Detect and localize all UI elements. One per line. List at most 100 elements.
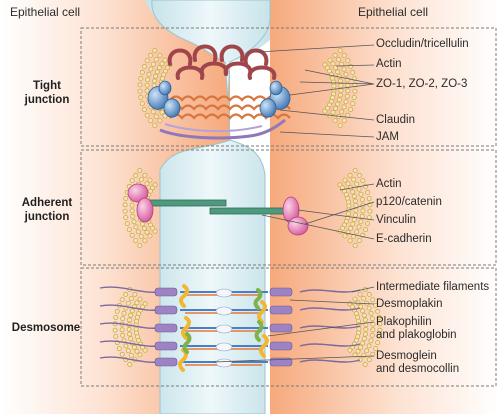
actin-bundle-right-aj <box>351 217 357 223</box>
actin-bundle-left-aj <box>130 213 136 219</box>
actin-bundle-right-ds <box>362 317 368 323</box>
actin-bundle-right-ds <box>362 331 368 337</box>
actin-bundle-left-ds <box>112 327 118 333</box>
desmosome-core <box>215 358 233 368</box>
actin-bundle-left-ds <box>127 317 133 323</box>
intermediate-filament <box>99 356 159 363</box>
occludin-loop <box>219 44 245 62</box>
actin-bundle-right-aj <box>356 224 362 230</box>
actin-bundle-right-aj <box>363 227 369 233</box>
actin-bundle-left-ds <box>129 308 135 314</box>
tight-junction-box <box>80 27 497 147</box>
actin-bundle-right-tj <box>335 69 341 75</box>
vinculin <box>136 197 154 223</box>
actin-bundle-left-tj <box>152 78 158 84</box>
actin-bundle-right-ds <box>373 302 379 308</box>
actin-bundle-left-ds <box>128 352 134 358</box>
actin-bundle-right-ds <box>362 361 368 367</box>
actin-bundle-right-aj <box>354 229 360 235</box>
jam-protein <box>159 118 286 140</box>
adherent-junction-title: Adherent junction <box>21 197 73 223</box>
actin-bundle-right-ds <box>352 296 358 302</box>
actin-bundle-left-ds <box>126 326 132 332</box>
actin-bundle-right-aj <box>350 221 356 227</box>
actin-bundle-right-aj <box>354 181 360 187</box>
actin-bundle-left-aj <box>129 178 135 184</box>
actin-bundle-left-tj <box>150 109 156 115</box>
actin-bundle-right-tj <box>344 93 350 99</box>
actin-bundle-left-ds <box>134 348 140 354</box>
actin-bundle-right-aj <box>350 189 356 195</box>
actin-bundle-right-aj <box>346 203 352 209</box>
jam-protein <box>164 123 263 133</box>
zo-protein <box>163 98 181 118</box>
actin-bundle-left-tj <box>137 88 143 94</box>
actin-bundle-left-aj <box>124 221 130 227</box>
actin-bundle-right-aj <box>352 167 358 173</box>
actin-bundle-left-aj <box>142 238 148 244</box>
desmosome-proteins <box>99 284 361 372</box>
desmosome-core <box>215 288 233 298</box>
actin-bundle-right-tj <box>341 104 347 110</box>
actin-bundle-right-ds <box>375 308 381 314</box>
actin-bundle-right-aj <box>358 219 364 225</box>
actin-bundle-right-tj <box>352 88 358 94</box>
actin-bundle-left-ds <box>119 351 125 357</box>
actin-bundle-right-tj <box>339 109 345 115</box>
actin-bundle-left-tj <box>138 95 144 101</box>
actin-bundle-left-ds <box>127 361 133 367</box>
actin-bundle-left-tj <box>146 71 152 77</box>
label-actin-aj: Actin <box>376 178 402 190</box>
plakoglobin <box>253 288 263 310</box>
actin-bundle-right-ds <box>376 333 382 339</box>
leader-line <box>304 201 375 225</box>
actin-bundle-right-tj <box>339 61 345 67</box>
desmoplakin <box>269 341 293 351</box>
desmosome-core <box>215 342 233 352</box>
actin-bundle-right-aj <box>365 189 371 195</box>
actin-bundle-right-aj <box>347 238 353 244</box>
actin-bundle-left-tj <box>162 113 168 119</box>
leader-line <box>257 44 375 53</box>
adherent-junction-box <box>80 149 497 266</box>
actin-bundle-left-tj <box>141 63 147 69</box>
actin-bundle-left-ds <box>131 344 137 350</box>
actin-bundle-left-ds <box>116 346 122 352</box>
actin-bundle-right-ds <box>370 297 376 303</box>
actin-bundle-left-tj <box>144 58 150 64</box>
actin-bundle-left-aj <box>147 233 153 239</box>
occludin-loop <box>243 48 269 66</box>
leader-line <box>335 64 375 67</box>
actin-bundle-left-ds <box>123 343 129 349</box>
leader-line <box>261 214 375 240</box>
actin-bundle-right-aj <box>351 193 357 199</box>
occludin-loop <box>247 65 277 80</box>
actin-bundle-left-ds <box>127 331 133 337</box>
tight-junction-title: Tight junction <box>24 80 70 106</box>
plakoglobin <box>182 332 192 354</box>
actin-bundle-right-tj <box>350 69 356 75</box>
actin-bundle-right-tj <box>335 101 341 107</box>
actin-bundle-right-ds <box>355 348 361 354</box>
actin-bundle-left-aj <box>135 229 141 235</box>
actin-bundle-right-tj <box>341 118 347 124</box>
label-desmoglein: Desmoglein and desmocollin <box>376 350 460 375</box>
actin-bundle-right-ds <box>363 326 369 332</box>
actin-bundle-right-aj <box>359 197 365 203</box>
desmoplakin <box>154 305 178 315</box>
desmosome-core <box>215 306 233 316</box>
actin-bundle-right-ds <box>361 295 367 301</box>
actin-bundle-right-tj <box>343 99 349 105</box>
actin-bundle-left-aj <box>122 202 128 208</box>
actin-bundle-left-aj <box>133 224 139 230</box>
actin-bundle-left-tj <box>144 82 150 88</box>
actin-bundle-right-tj <box>333 105 339 111</box>
desmoplakin <box>269 323 293 333</box>
actin-bundle-left-ds <box>125 348 131 354</box>
plakoglobin <box>254 320 264 342</box>
leader-line <box>304 69 375 85</box>
actin-bundle-right-aj <box>360 208 366 214</box>
actin-bundle-right-tj <box>350 101 356 107</box>
adherent-junction-proteins <box>127 183 309 236</box>
